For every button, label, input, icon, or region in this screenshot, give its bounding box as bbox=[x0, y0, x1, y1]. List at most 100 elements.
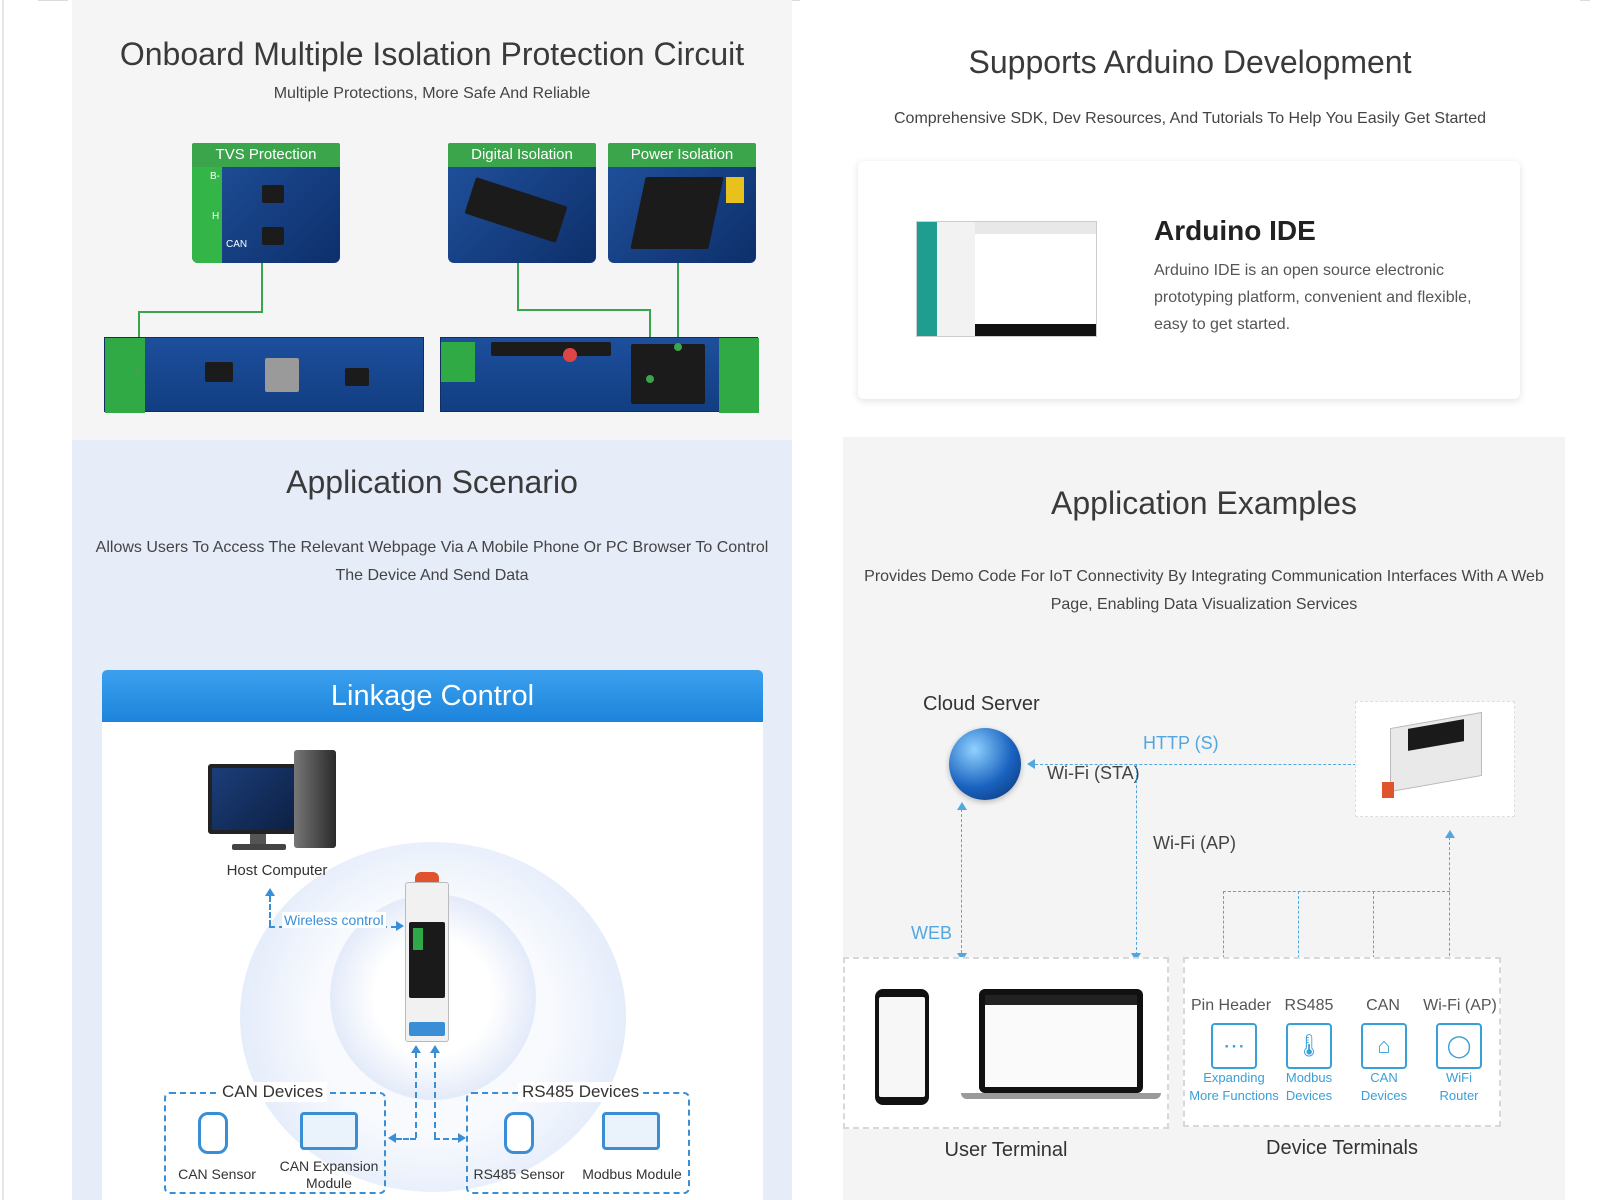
can-expansion-icon bbox=[300, 1112, 358, 1150]
can-sensor-icon bbox=[198, 1112, 228, 1154]
digital-isolation-tag: Digital Isolation bbox=[448, 143, 596, 167]
connector-line bbox=[261, 263, 263, 313]
bus-line bbox=[1449, 837, 1450, 971]
phone-icon bbox=[875, 989, 929, 1105]
terminal-block bbox=[192, 167, 222, 263]
terminal-block bbox=[726, 177, 744, 203]
can-sensor-label: CAN Sensor bbox=[178, 1166, 256, 1182]
ide-panel bbox=[937, 222, 975, 336]
isolation-section: Onboard Multiple Isolation Protection Ci… bbox=[72, 0, 792, 440]
laptop-icon bbox=[961, 989, 1161, 1101]
wifi-line bbox=[1136, 765, 1137, 955]
modbus-module-label: Modbus Module bbox=[582, 1166, 682, 1182]
isolator-chip bbox=[464, 177, 568, 243]
scenario-section: Application Scenario Allows Users To Acc… bbox=[72, 440, 792, 1200]
tvs-photo: B- H CAN bbox=[192, 167, 340, 263]
chat-icon: ⌂ bbox=[1361, 1023, 1407, 1069]
section-subtitle: Multiple Protections, More Safe And Reli… bbox=[273, 85, 591, 102]
dc-module bbox=[630, 177, 724, 249]
arrow-up-icon bbox=[430, 1045, 440, 1053]
arrow-left-icon bbox=[1027, 759, 1035, 769]
board-front-photo bbox=[104, 337, 424, 413]
rs485-sensor-icon bbox=[504, 1112, 534, 1154]
link-line bbox=[396, 1138, 416, 1140]
pin-header bbox=[491, 342, 611, 356]
terminal-block bbox=[719, 338, 759, 413]
column-head: Pin Header bbox=[1190, 997, 1272, 1014]
section-title: Onboard Multiple Isolation Protection Ci… bbox=[119, 36, 745, 72]
arrow-up-icon bbox=[265, 888, 275, 896]
section-subtitle: Provides Demo Code For IoT Connectivity … bbox=[864, 568, 1544, 613]
column-head: RS485 bbox=[1284, 997, 1334, 1014]
arduino-section: Supports Arduino Development Comprehensi… bbox=[800, 0, 1580, 438]
isolation-module bbox=[631, 344, 705, 404]
column-label: CAN Devices bbox=[1360, 1070, 1408, 1103]
reset-button bbox=[563, 348, 577, 362]
ic-chip bbox=[205, 362, 233, 382]
host-computer-icon bbox=[208, 750, 344, 856]
dots-icon: ⋯ bbox=[1211, 1023, 1257, 1069]
link-line bbox=[434, 1138, 458, 1140]
arduino-ide-screenshot bbox=[916, 221, 1097, 337]
section-title: Application Scenario bbox=[286, 464, 578, 500]
http-label: HTTP (S) bbox=[1143, 733, 1219, 753]
tvs-chip bbox=[262, 185, 284, 203]
silk-label: H bbox=[212, 211, 220, 222]
terminal-block bbox=[105, 338, 145, 413]
connector-line bbox=[517, 263, 519, 311]
user-terminal-label: User Terminal bbox=[944, 1139, 1068, 1161]
bus-line bbox=[1223, 891, 1224, 973]
silk-label: CAN bbox=[226, 239, 248, 250]
web-line bbox=[961, 809, 962, 953]
thermometer-icon: 🌡 bbox=[1286, 1023, 1332, 1069]
rs485-sensor-label: RS485 Sensor bbox=[473, 1166, 565, 1182]
linkage-control-banner: Linkage Control bbox=[102, 670, 763, 722]
rs485-devices-title: RS485 Devices bbox=[518, 1082, 644, 1102]
link-line bbox=[269, 896, 271, 926]
column-head: Wi-Fi (AP) bbox=[1423, 997, 1497, 1014]
tvs-chip bbox=[262, 227, 284, 245]
column-head: CAN bbox=[1366, 997, 1400, 1014]
arrow-right-icon bbox=[458, 1133, 466, 1143]
ide-toolbar bbox=[975, 222, 1096, 234]
column-label: Modbus Devices bbox=[1285, 1070, 1333, 1103]
connector-line bbox=[138, 311, 263, 313]
section-subtitle: Comprehensive SDK, Dev Resources, And Tu… bbox=[893, 110, 1486, 127]
silk-label: B- bbox=[210, 171, 220, 182]
link-line bbox=[415, 1052, 417, 1138]
wireless-control-label: Wireless control bbox=[282, 912, 386, 928]
web-label: WEB bbox=[911, 923, 953, 943]
power-isolation-tag: Power Isolation bbox=[608, 143, 756, 167]
user-terminal-box bbox=[843, 957, 1169, 1129]
device-terminals-box: Pin Header RS485 CAN Wi-Fi (AP) ⋯ 🌡 ⌂ ◯ … bbox=[1183, 957, 1501, 1127]
link-line bbox=[434, 1052, 436, 1138]
arrow-right-icon bbox=[396, 921, 404, 931]
digital-isolation-photo bbox=[448, 167, 596, 263]
bus-line bbox=[1373, 891, 1374, 973]
bulb-icon: ◯ bbox=[1436, 1023, 1482, 1069]
bus-line bbox=[1298, 891, 1299, 973]
card-text: Arduino IDE is an open source electronic… bbox=[1154, 262, 1472, 333]
marker-dot bbox=[646, 375, 654, 383]
examples-section: Application Examples Provides Demo Code … bbox=[843, 437, 1565, 1200]
can-expansion-label: CAN Expansion Module bbox=[279, 1158, 379, 1191]
bus-line bbox=[1223, 891, 1450, 892]
device-icon bbox=[405, 872, 449, 1042]
connector-line bbox=[517, 309, 651, 311]
cloud-server-label: Cloud Server bbox=[923, 693, 1040, 715]
http-line bbox=[1035, 764, 1361, 765]
left-divider bbox=[2, 0, 4, 1200]
device-photo bbox=[1355, 701, 1515, 817]
arduino-ide-card[interactable]: Arduino IDE Arduino IDE is an open sourc… bbox=[858, 161, 1520, 399]
section-subtitle: Allows Users To Access The Relevant Webp… bbox=[95, 539, 769, 584]
arrow-up-icon bbox=[1445, 830, 1455, 838]
globe-icon bbox=[949, 728, 1021, 800]
column-label: WiFi Router bbox=[1439, 1070, 1479, 1103]
host-computer-label: Host Computer bbox=[226, 862, 328, 879]
section-title: Application Examples bbox=[1051, 485, 1357, 521]
shield-can bbox=[265, 358, 299, 392]
arrow-up-icon bbox=[411, 1045, 421, 1053]
marker-dot bbox=[674, 343, 682, 351]
board-back-photo bbox=[440, 337, 759, 413]
wifi-sta-label: Wi-Fi (STA) bbox=[1047, 763, 1140, 783]
